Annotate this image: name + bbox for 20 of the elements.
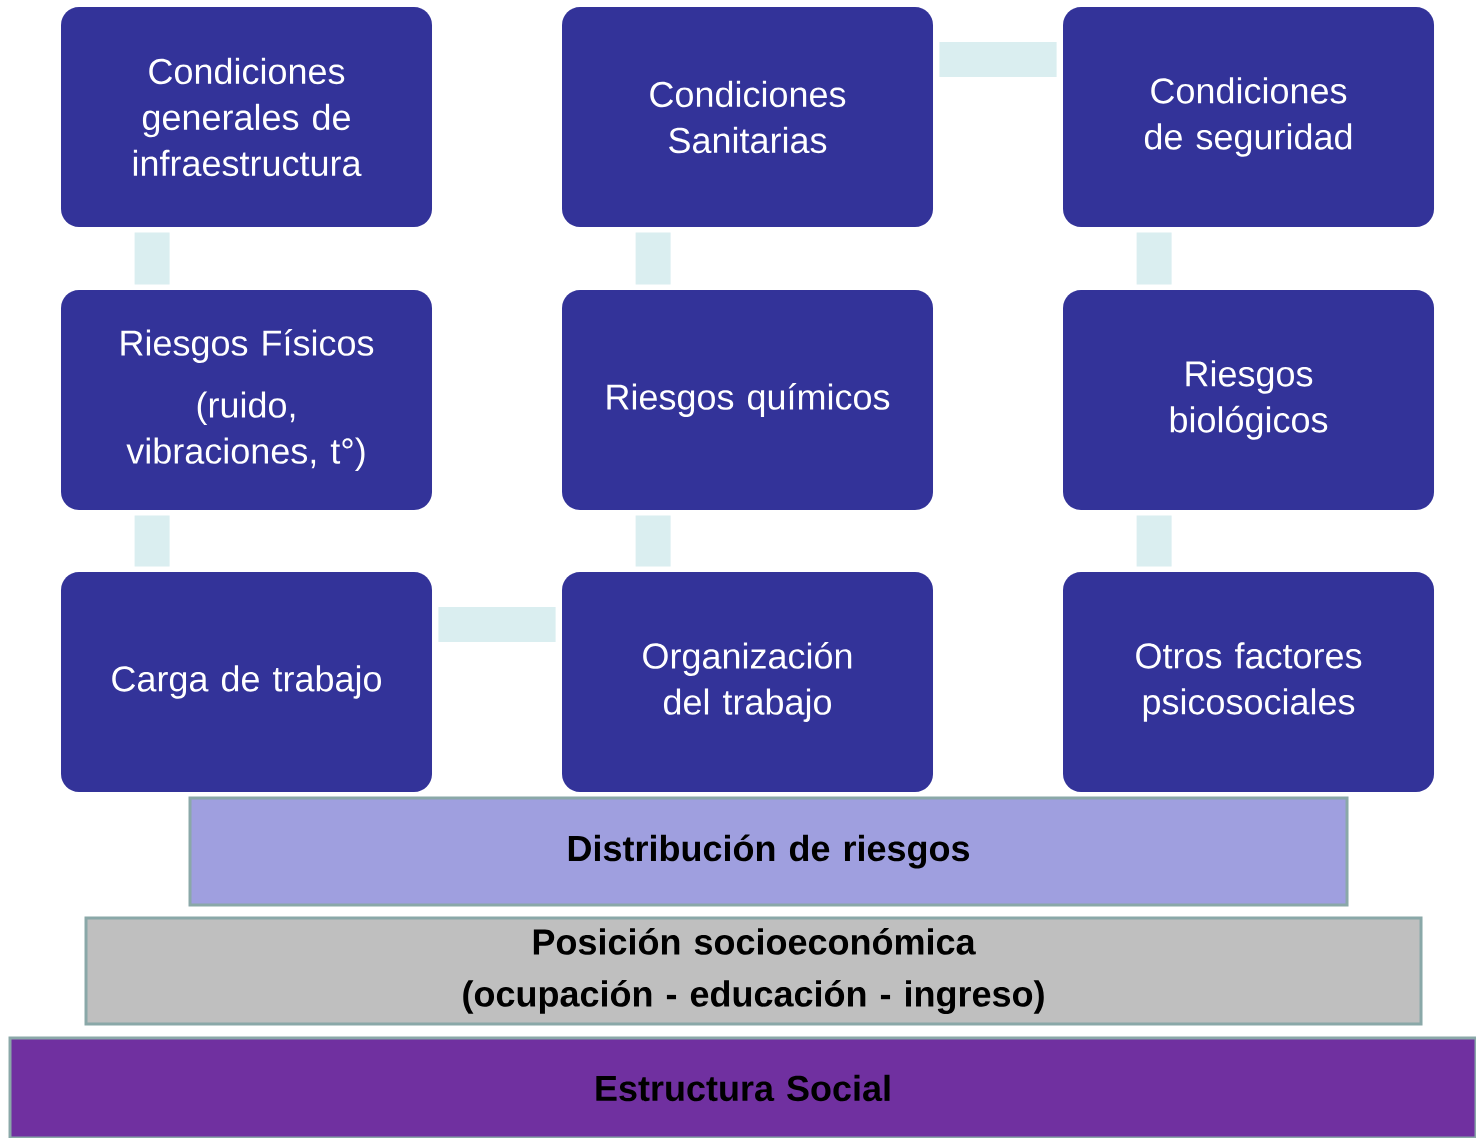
process-box: Carga de trabajo xyxy=(61,572,432,792)
layer-band: Estructura Social xyxy=(8,1036,1476,1138)
connector-bar xyxy=(134,232,170,285)
connector-bar xyxy=(635,515,671,567)
connector-bar xyxy=(134,515,170,567)
process-box: Riesgos químicos xyxy=(562,290,933,510)
layer-band: Distribución de riesgos xyxy=(188,796,1349,907)
process-box: Riesgos biológicos xyxy=(1063,290,1434,510)
connector-bar xyxy=(635,232,671,285)
connector-bar xyxy=(1136,515,1172,567)
connector-bar xyxy=(1136,232,1172,285)
connector-bar xyxy=(438,607,556,643)
process-box: Organización del trabajo xyxy=(562,572,933,792)
process-box: Condiciones de seguridad xyxy=(1063,7,1434,227)
connector-bar xyxy=(939,42,1057,78)
process-box: Condiciones generales de infraestructura xyxy=(61,7,432,227)
layer-band: Posición socioeconómica (ocupación - educación - ingreso) xyxy=(84,916,1423,1026)
process-box: Condiciones Sanitarias xyxy=(562,7,933,227)
process-box: Riesgos Físicos (ruido, vibraciones, t°) xyxy=(61,290,432,510)
process-box: Otros factores psicosociales xyxy=(1063,572,1434,792)
